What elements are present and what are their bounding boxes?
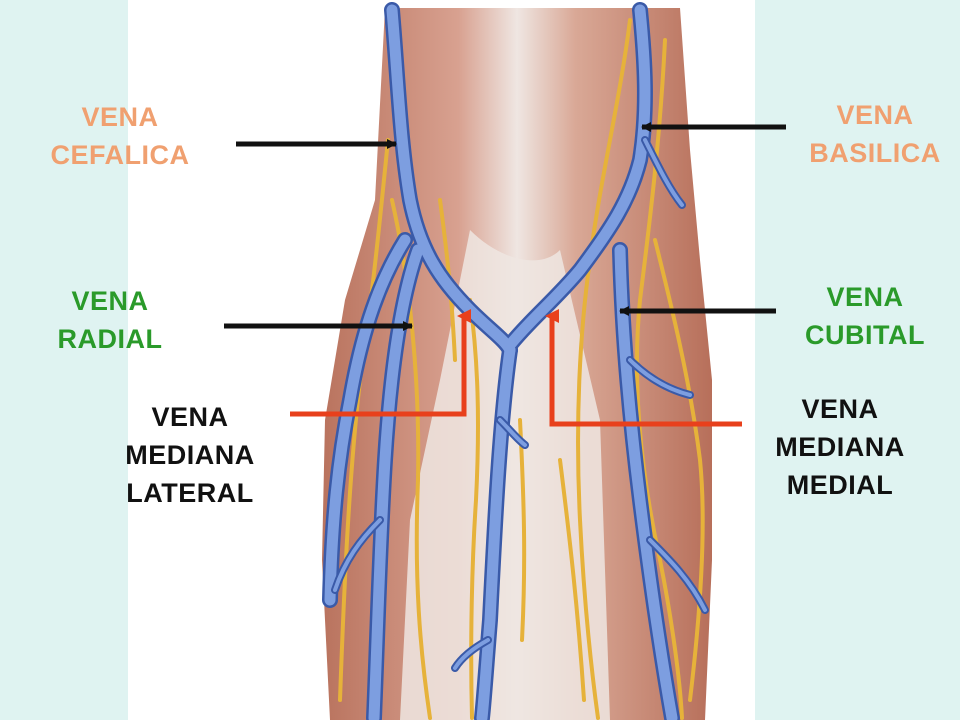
label-vena-mediana-medial-line1: VENA xyxy=(801,394,879,424)
label-vena-basilica-line2: BASILICA xyxy=(809,138,941,168)
label-vena-mediana-medial-line2: MEDIANA xyxy=(775,432,905,462)
veins xyxy=(322,2,709,720)
arrow-mediana-medial xyxy=(545,309,742,427)
label-vena-mediana-lateral-line2: MEDIANA xyxy=(125,440,255,470)
label-vena-basilica: VENA BASILICA xyxy=(795,96,955,172)
label-vena-cubital-line1: VENA xyxy=(826,282,904,312)
label-vena-mediana-medial: VENA MEDIANA MEDIAL xyxy=(750,390,930,504)
label-vena-basilica-line1: VENA xyxy=(836,100,914,130)
label-vena-radial-line2: RADIAL xyxy=(57,324,163,354)
right-background-panel xyxy=(755,0,960,720)
label-vena-mediana-lateral-line3: LATERAL xyxy=(126,478,254,508)
label-vena-radial: VENA RADIAL xyxy=(30,282,190,358)
label-vena-cefalica-line1: VENA xyxy=(81,102,159,132)
label-vena-mediana-medial-line3: MEDIAL xyxy=(786,470,894,500)
label-vena-cefalica: VENA CEFALICA xyxy=(40,98,200,174)
label-vena-mediana-lateral-line1: VENA xyxy=(151,402,229,432)
left-background-panel xyxy=(0,0,128,720)
label-vena-mediana-lateral: VENA MEDIANA LATERAL xyxy=(100,398,280,512)
label-vena-radial-line1: VENA xyxy=(71,286,149,316)
label-vena-cubital: VENA CUBITAL xyxy=(785,278,945,354)
label-vena-cefalica-line2: CEFALICA xyxy=(50,140,190,170)
label-vena-cubital-line2: CUBITAL xyxy=(805,320,925,350)
arrow-mediana-lateral xyxy=(290,309,471,417)
